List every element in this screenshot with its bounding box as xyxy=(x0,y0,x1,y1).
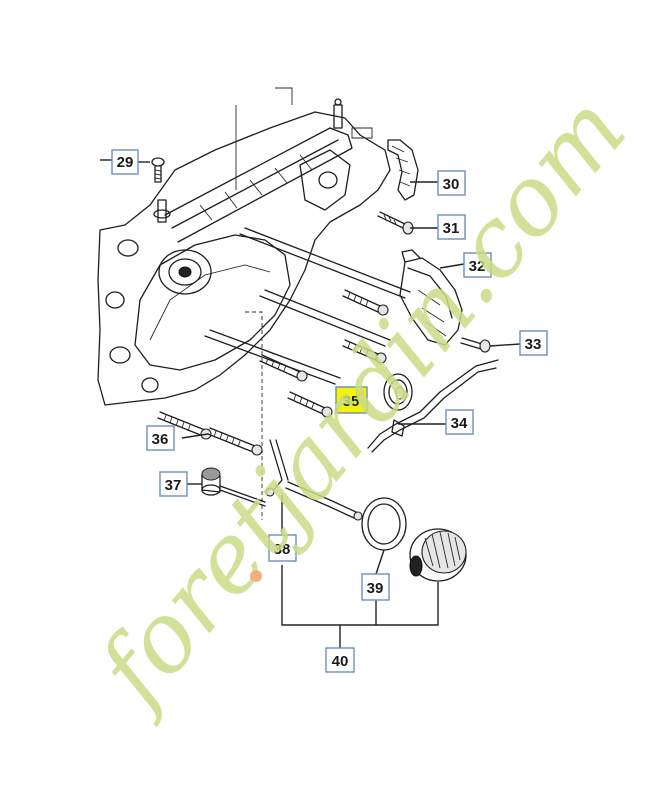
bracket-32 xyxy=(399,249,463,346)
screw-29 xyxy=(151,157,165,183)
leader-lines xyxy=(100,159,521,648)
watermark-accent-dot xyxy=(250,570,262,582)
svg-text:35: 35 xyxy=(343,393,360,410)
long-bolts xyxy=(204,227,411,418)
callout-34: 34 xyxy=(445,409,474,435)
watermark: foretjardin.com xyxy=(73,75,648,730)
callout-30: 30 xyxy=(437,170,466,196)
svg-text:31: 31 xyxy=(443,220,460,237)
callout-38: 38 xyxy=(268,534,297,562)
svg-text:36: 36 xyxy=(152,431,169,448)
svg-text:29: 29 xyxy=(117,154,134,171)
plug-37 xyxy=(201,467,266,507)
cover-30 xyxy=(387,139,419,201)
callout-36: 36 xyxy=(146,425,175,451)
seal-35 xyxy=(383,373,413,411)
svg-text:33: 33 xyxy=(525,336,542,353)
callout-33: 33 xyxy=(519,330,548,356)
svg-text:37: 37 xyxy=(165,477,182,494)
svg-text:38: 38 xyxy=(274,541,291,558)
callout-37: 37 xyxy=(159,471,188,497)
callout-29: 29 xyxy=(111,149,139,175)
hose-38 xyxy=(265,439,363,521)
callout-39: 39 xyxy=(361,573,390,601)
cap-40 xyxy=(409,528,467,582)
callout-32: 32 xyxy=(463,252,492,278)
svg-text:39: 39 xyxy=(367,580,384,597)
svg-text:32: 32 xyxy=(469,258,486,275)
callout-31: 31 xyxy=(437,214,466,240)
svg-text:34: 34 xyxy=(451,415,468,432)
bolts-36 xyxy=(157,411,263,456)
svg-text:foretjardin.com: foretjardin.com xyxy=(73,75,648,730)
gasket-39 xyxy=(361,497,407,551)
crankcase-housing xyxy=(97,87,391,520)
callout-40: 40 xyxy=(325,647,355,673)
svg-text:30: 30 xyxy=(443,176,460,193)
bolt-31 xyxy=(377,211,414,235)
screw-33 xyxy=(460,337,491,353)
svg-text:40: 40 xyxy=(332,653,349,670)
callout-35: 35 xyxy=(335,386,368,414)
